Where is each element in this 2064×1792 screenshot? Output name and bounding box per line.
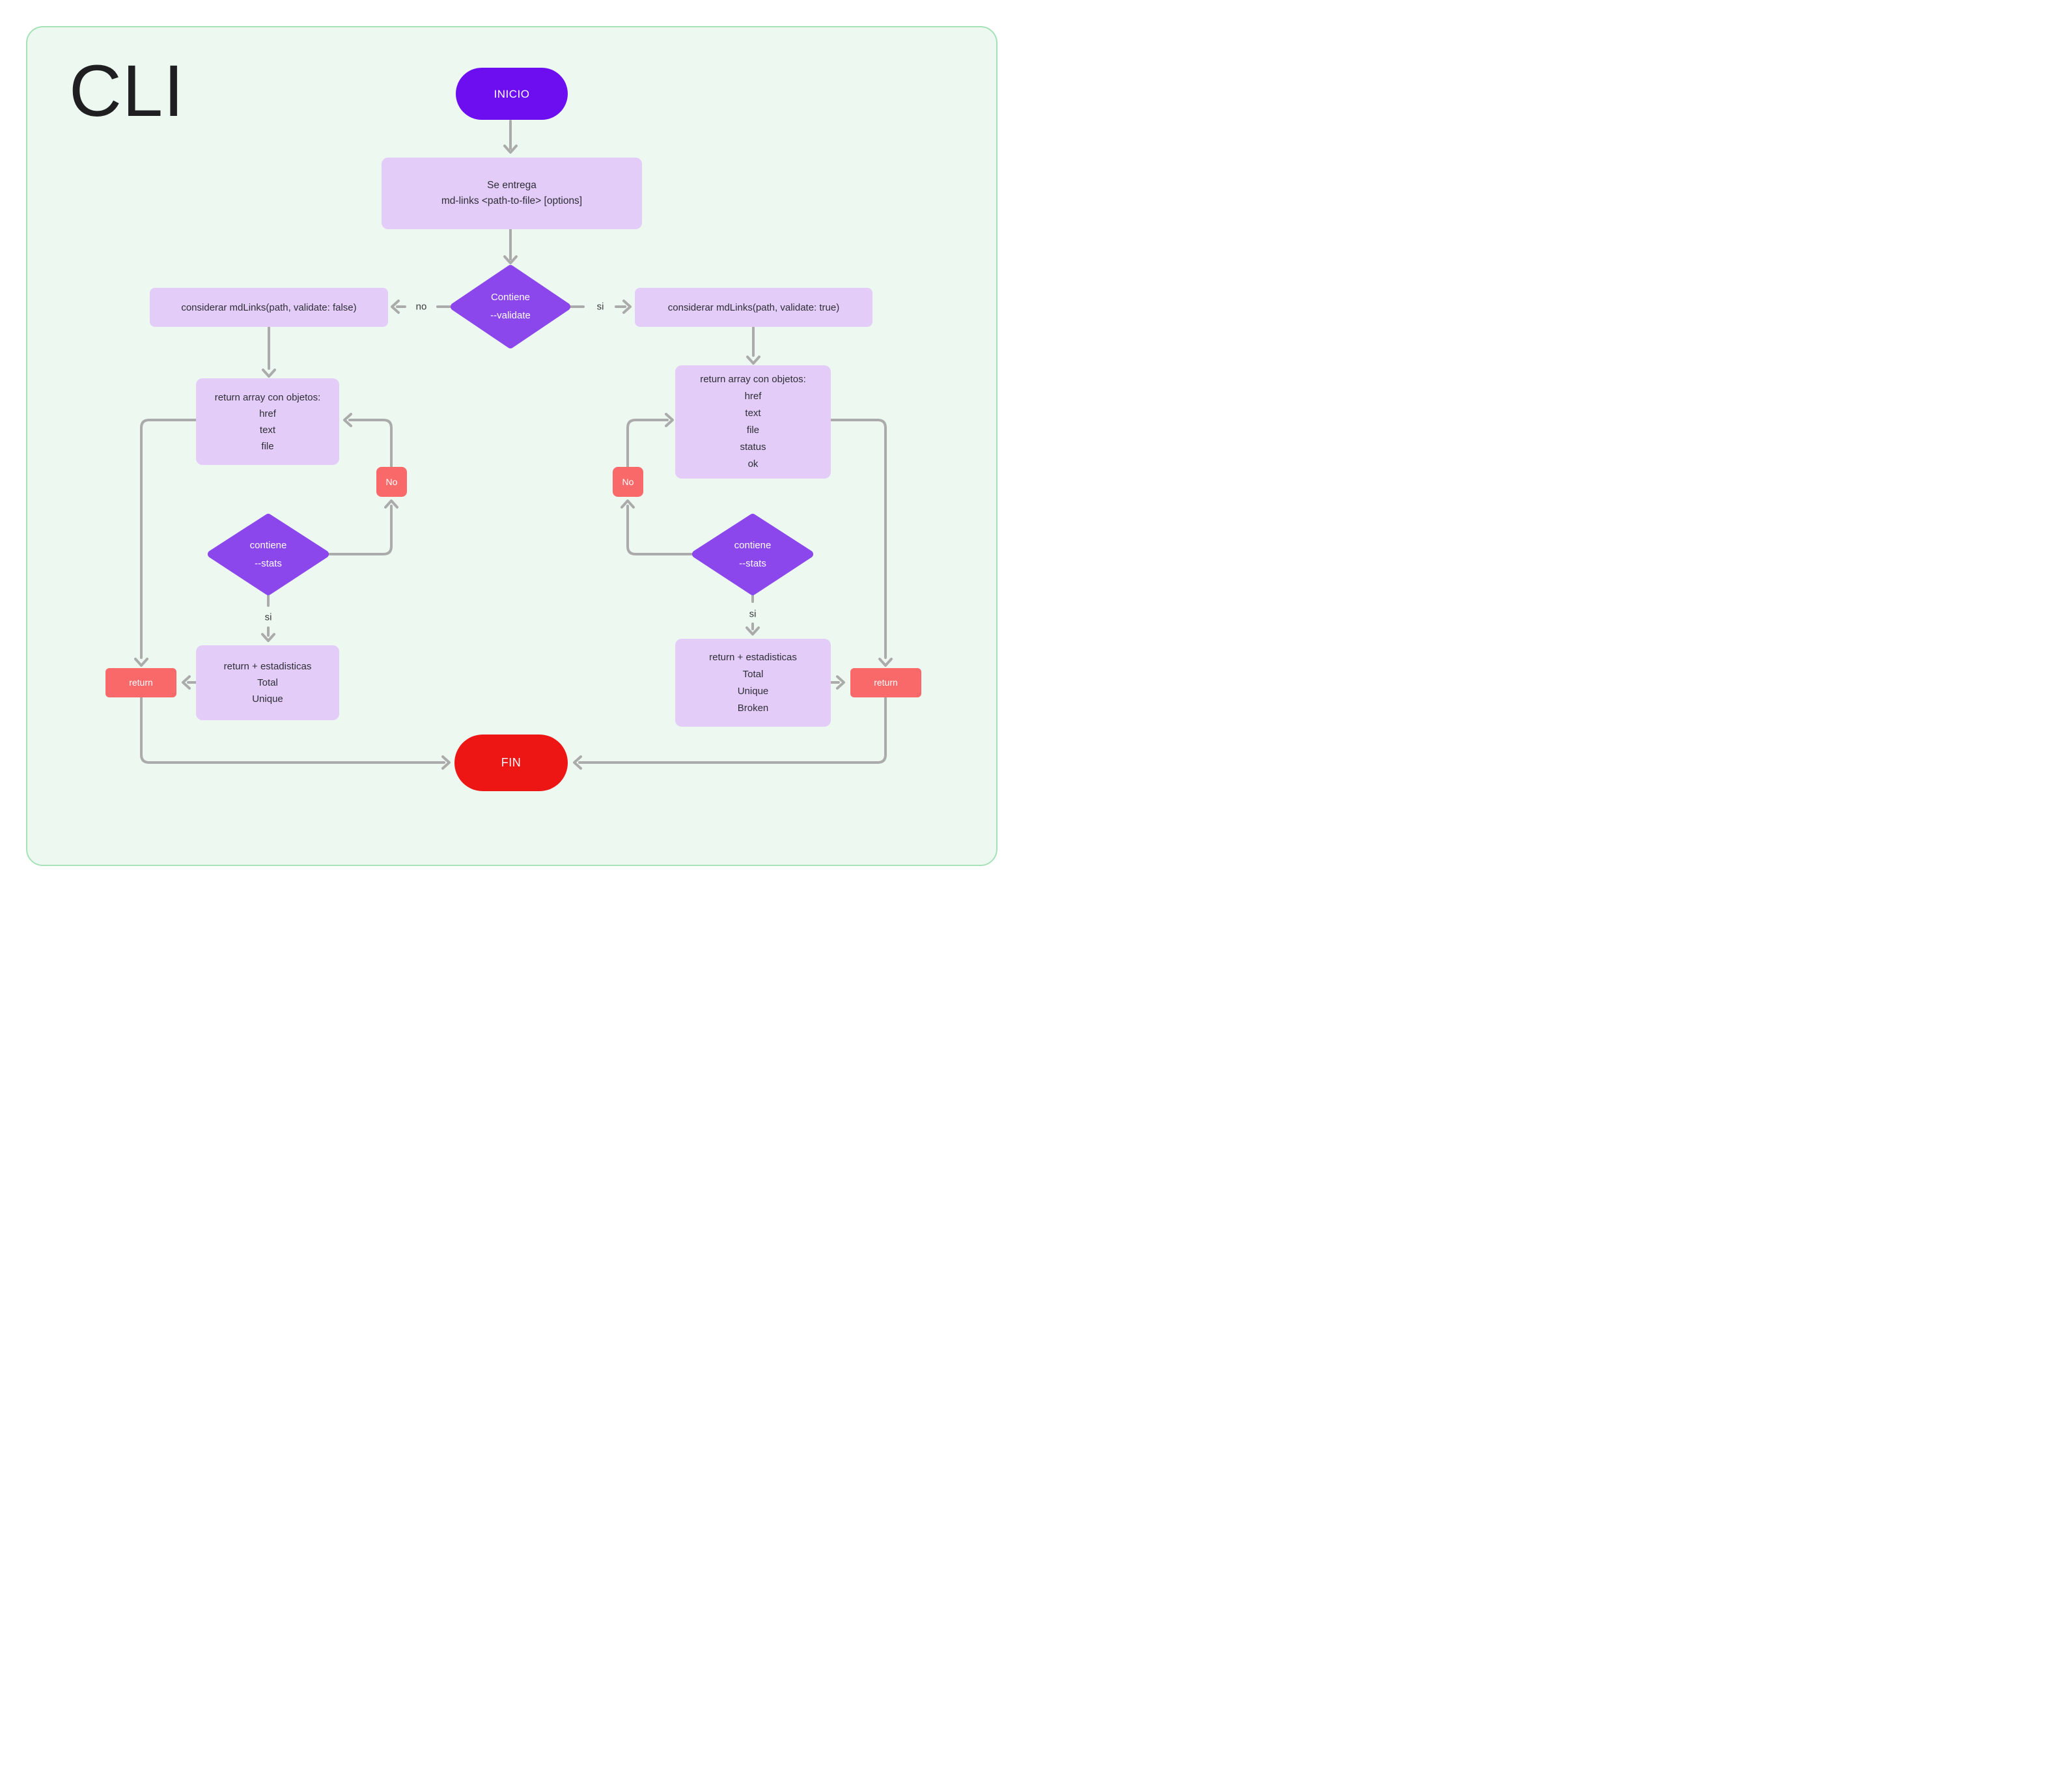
decision-stats-right-label: contiene --stats [734,539,772,569]
edge-label-si-left: si [264,611,272,623]
edge-label-si: si [596,301,604,313]
decision-validate-label: Contiene --validate [490,292,531,321]
edge-retarr-return-right [830,419,893,667]
edge-stats-no-loop-left [324,499,398,555]
return-tag-right[interactable]: return [850,668,921,697]
edge-entrega-validate [503,228,518,264]
start-label: INICIO [494,87,530,100]
return-array-left-node[interactable]: return array con objetos: href text file [196,378,339,465]
edge-label-si-right: si [749,608,757,620]
stats-result-left-node[interactable]: return + estadisticas Total Unique [196,645,339,720]
edge-no-retarr-right [626,413,674,468]
considerar-true-node[interactable]: considerar mdLinks(path, validate: true) [635,288,872,327]
input-step-line1: Se entrega [487,180,537,191]
return-array-right-node[interactable]: return array con objetos: href text file… [675,365,831,479]
edge-return-fin-right [573,697,887,770]
edge-stats-no-loop-right [621,499,697,555]
edge-no-retarr-left [343,413,393,468]
no-tag-right[interactable]: No [613,467,643,497]
flowchart-stage: CLI INICIO Se entrega md-links <path-to-… [0,0,1032,896]
edge-considerar-retarr-left [262,326,276,378]
edge-inicio-entrega [503,120,518,154]
input-step-line2: md-links <path-to-file> [options] [441,195,583,206]
end-node[interactable]: FIN [454,735,568,791]
return-tag-left[interactable]: return [105,668,176,697]
decision-validate-shape[interactable] [451,265,570,348]
decision-stats-left-shape[interactable] [208,514,329,595]
edge-considerar-retarr-right [746,326,760,365]
stats-result-right-node[interactable]: return + estadisticas Total Unique Broke… [675,639,831,727]
decision-stats-right-shape[interactable] [692,514,813,595]
decision-stats-left-label: contiene --stats [249,539,287,569]
start-node[interactable]: INICIO [456,68,568,120]
input-step-node[interactable]: Se entrega md-links <path-to-file> [opti… [382,158,642,229]
flowchart-edges [134,120,893,770]
edge-retarr-return-left [134,419,197,667]
end-label: FIN [501,756,522,769]
edge-estad-return-left [182,675,197,690]
considerar-false-node[interactable]: considerar mdLinks(path, validate: false… [150,288,388,327]
edge-estad-return-right [830,675,845,690]
edge-label-no: no [415,301,427,313]
edge-return-fin-left [140,697,451,770]
page-title: CLI [69,50,185,132]
no-tag-left[interactable]: No [376,467,407,497]
